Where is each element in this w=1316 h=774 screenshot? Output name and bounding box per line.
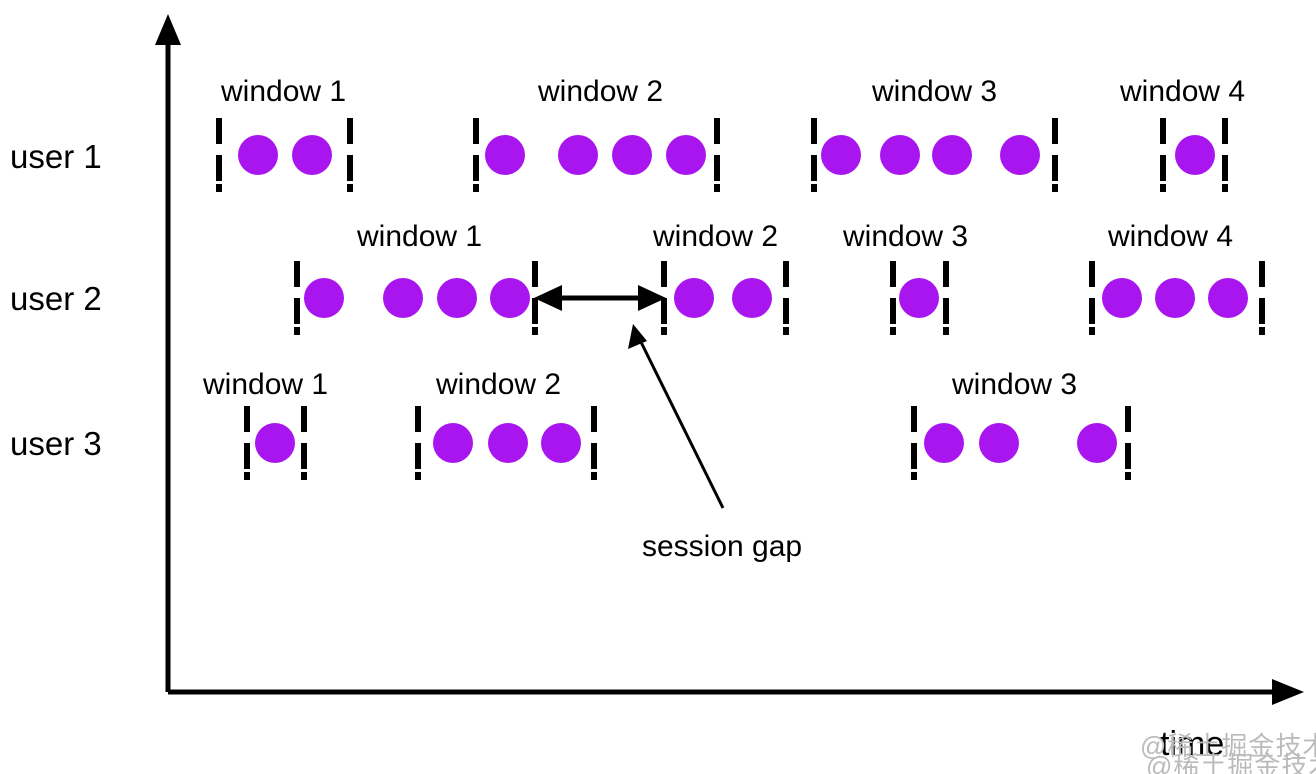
event-dot-3-1-1 [255, 423, 295, 463]
event-dot-1-3-4 [1000, 135, 1040, 175]
window-label-3-2: window 2 [435, 368, 561, 401]
window-group-3-3: window 3 [911, 368, 1131, 480]
y-axis-arrowhead [155, 14, 181, 45]
user-label-3: user 3 [10, 425, 102, 462]
window-label-1-4: window 4 [1119, 75, 1245, 108]
window-label-1-2: window 2 [537, 75, 663, 108]
event-dot-1-2-4 [666, 135, 706, 175]
window-group-2-1: window 1 [294, 220, 538, 335]
window-group-3-1: window 1 [202, 368, 328, 480]
event-dot-1-2-2 [558, 135, 598, 175]
user-label-2: user 2 [10, 280, 102, 317]
session-gap-arrowhead-right [638, 285, 666, 311]
window-label-1-1: window 1 [220, 75, 346, 108]
window-label-2-2: window 2 [652, 220, 778, 253]
event-dot-3-3-1 [924, 423, 964, 463]
session-gap-annotation: session gap [534, 285, 802, 563]
event-dot-2-1-2 [383, 278, 423, 318]
window-label-3-1: window 1 [202, 368, 328, 401]
window-group-1-3: window 3 [811, 75, 1058, 192]
event-dot-2-4-1 [1102, 278, 1142, 318]
event-dot-3-3-3 [1077, 423, 1117, 463]
window-group-1-1: window 1 [216, 75, 353, 192]
event-dot-2-2-2 [732, 278, 772, 318]
event-dot-1-3-1 [821, 135, 861, 175]
event-dot-2-2-1 [674, 278, 714, 318]
event-dot-1-2-1 [485, 135, 525, 175]
window-label-3-3: window 3 [951, 368, 1077, 401]
window-group-2-3: window 3 [842, 220, 968, 335]
event-dot-2-1-1 [304, 278, 344, 318]
event-dot-1-1-2 [292, 135, 332, 175]
session-gap-leader-line [636, 335, 725, 509]
event-dot-1-2-3 [612, 135, 652, 175]
window-label-2-4: window 4 [1107, 220, 1233, 253]
event-dot-2-3-1 [899, 278, 939, 318]
window-label-2-1: window 1 [356, 220, 482, 253]
event-dot-1-3-3 [932, 135, 972, 175]
window-group-1-4: window 4 [1119, 75, 1245, 192]
event-dot-3-3-2 [979, 423, 1019, 463]
event-dot-2-4-2 [1155, 278, 1195, 318]
session-gap-label: session gap [642, 530, 802, 563]
window-group-2-4: window 4 [1089, 220, 1265, 335]
event-dot-3-2-1 [433, 423, 473, 463]
window-group-1-2: window 2 [473, 75, 720, 192]
event-dot-3-2-3 [541, 423, 581, 463]
user-row-2: user 2 window 1 window 2 window 3 window 4 [10, 220, 1265, 335]
window-label-1-3: window 3 [871, 75, 997, 108]
user-row-1: user 1 window 1 window 2 window 3 window 4 [10, 75, 1245, 192]
window-group-2-2: window 2 [652, 220, 789, 335]
event-dot-1-3-2 [880, 135, 920, 175]
event-dot-2-1-3 [437, 278, 477, 318]
user-row-3: user 3 window 1 window 2 window 3 [10, 368, 1131, 480]
event-dot-1-4-1 [1175, 135, 1215, 175]
window-group-3-2: window 2 [415, 368, 597, 480]
event-dot-3-2-2 [488, 423, 528, 463]
x-axis-arrowhead [1272, 679, 1304, 705]
event-dot-2-1-4 [490, 278, 530, 318]
session-gap-arrowhead-left [534, 285, 562, 311]
session-gap-leader-arrowhead [628, 324, 647, 349]
axes-group: time [155, 14, 1304, 763]
user-label-1: user 1 [10, 138, 102, 175]
window-label-2-3: window 3 [842, 220, 968, 253]
event-dot-2-4-3 [1208, 278, 1248, 318]
event-dot-1-1-1 [238, 135, 278, 175]
x-axis-label: time [1160, 725, 1224, 763]
